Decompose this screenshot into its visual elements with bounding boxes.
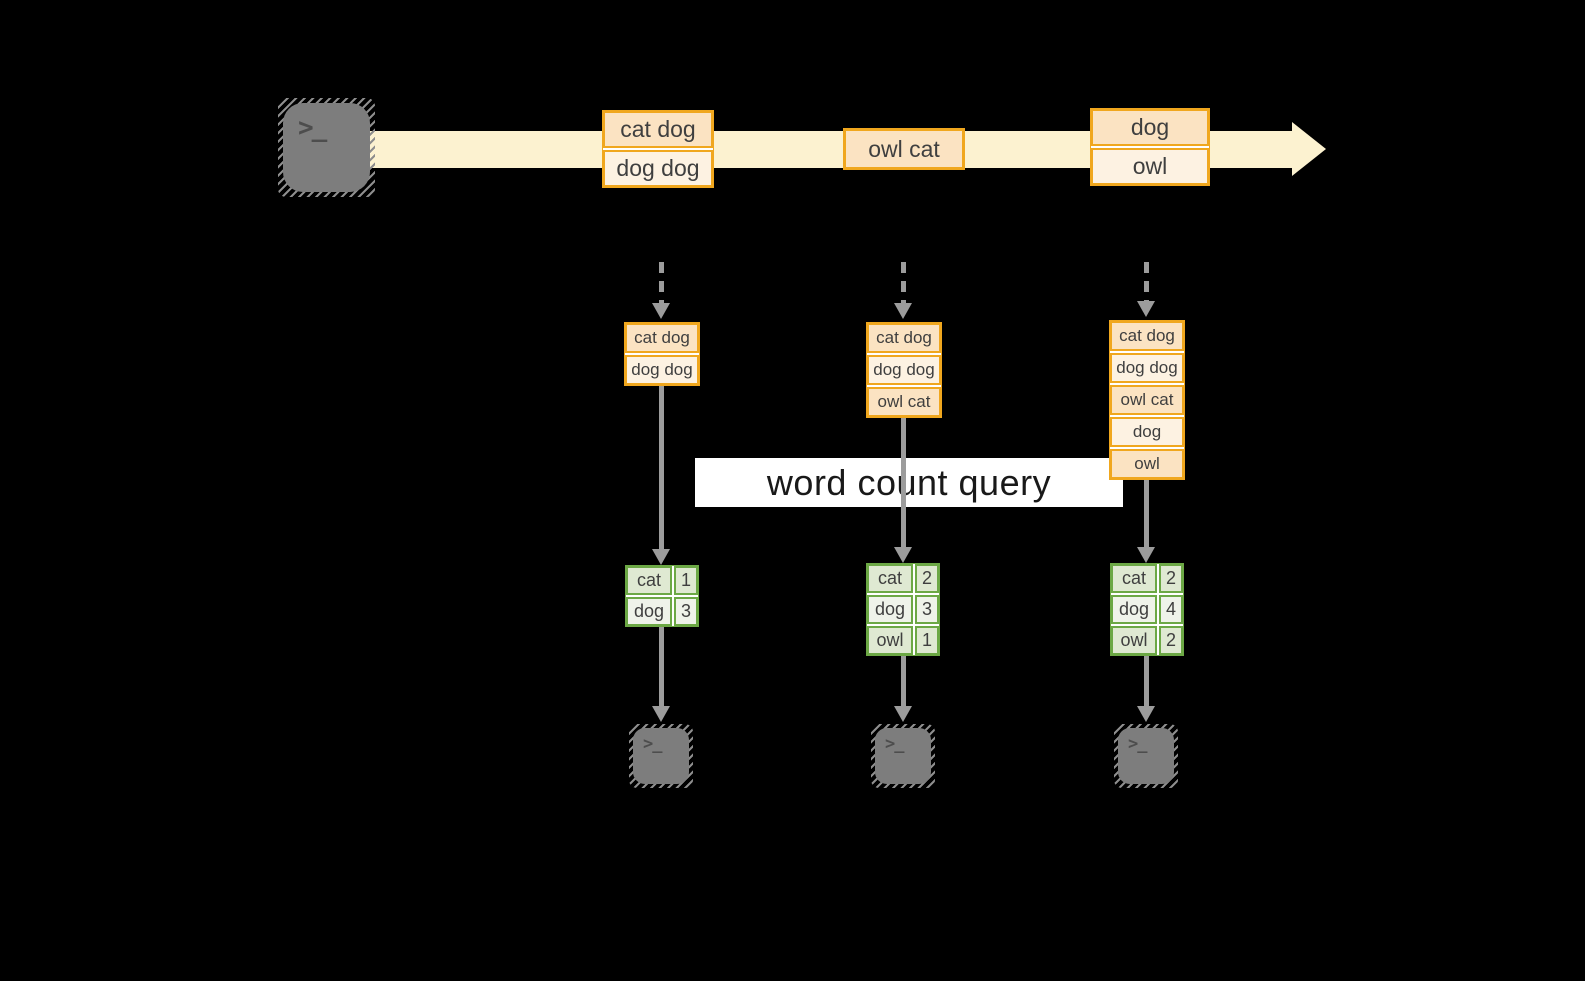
- stream-record-line: dog dog: [603, 150, 713, 187]
- count-value-cell: 1: [674, 566, 698, 595]
- dashed-arrowhead-icon: [1137, 301, 1155, 317]
- terminal-sink-icon-1: >_: [629, 724, 693, 788]
- arrowhead-icon: [894, 547, 912, 563]
- count-word-cell: cat: [626, 566, 672, 595]
- count-word-cell: cat: [1111, 564, 1157, 593]
- arrow-line: [900, 416, 906, 547]
- count-value-cell: 3: [674, 597, 698, 626]
- stream-record-line: cat dog: [603, 111, 713, 148]
- count-word-cell: dog: [867, 595, 913, 624]
- buffer-line: cat dog: [625, 323, 699, 353]
- buffer-line: owl cat: [867, 387, 941, 417]
- stream-record-line: owl cat: [844, 129, 964, 169]
- arrowhead-icon: [894, 706, 912, 722]
- count-word-cell: owl: [1111, 626, 1157, 655]
- arrow-line: [658, 625, 664, 708]
- buffer-line: owl cat: [1110, 385, 1184, 415]
- count-word-cell: cat: [867, 564, 913, 593]
- count-value-cell: 1: [915, 626, 939, 655]
- dashed-arrowhead-icon: [894, 303, 912, 319]
- arrowhead-icon: [652, 549, 670, 565]
- terminal-prompt-glyph: >_: [885, 734, 905, 754]
- terminal-prompt-glyph: >_: [643, 734, 663, 754]
- buffer-stack-3: cat dog dog dog owl cat dog owl: [1109, 320, 1185, 480]
- terminal-prompt-glyph: >_: [1128, 734, 1148, 754]
- stream-record-2: owl cat: [843, 128, 965, 170]
- count-table-2: cat 2 dog 3 owl 1: [866, 563, 940, 656]
- count-value-cell: 4: [1159, 595, 1183, 624]
- count-value-cell: 2: [1159, 564, 1183, 593]
- count-word-cell: dog: [1111, 595, 1157, 624]
- count-word-cell: dog: [626, 597, 672, 626]
- dashed-arrow-line: [658, 262, 664, 305]
- arrowhead-icon: [1137, 547, 1155, 563]
- stream-record-line: owl: [1091, 148, 1209, 185]
- count-value-cell: 3: [915, 595, 939, 624]
- count-word-cell: owl: [867, 626, 913, 655]
- arrow-line: [658, 384, 664, 549]
- buffer-line: dog dog: [625, 355, 699, 385]
- dashed-arrow-line: [1143, 262, 1149, 305]
- buffer-line: dog dog: [867, 355, 941, 385]
- terminal-body: >_: [875, 728, 931, 784]
- arrowhead-icon: [1137, 706, 1155, 722]
- count-value-cell: 2: [1159, 626, 1183, 655]
- stream-record-3: dog owl: [1090, 108, 1210, 186]
- buffer-line: owl: [1110, 449, 1184, 479]
- arrow-line: [1143, 478, 1149, 547]
- stream-arrowhead-icon: [1292, 122, 1326, 176]
- dashed-arrowhead-icon: [652, 303, 670, 319]
- query-label: word count query: [766, 461, 1052, 503]
- terminal-prompt-glyph: >_: [298, 113, 327, 143]
- arrow-line: [1143, 654, 1149, 708]
- count-table-1: cat 1 dog 3: [625, 565, 699, 627]
- stream-record-1: cat dog dog dog: [602, 110, 714, 188]
- buffer-stack-1: cat dog dog dog: [624, 322, 700, 386]
- buffer-line: dog: [1110, 417, 1184, 447]
- count-value-cell: 2: [915, 564, 939, 593]
- arrowhead-icon: [652, 706, 670, 722]
- query-label-band: word count query: [695, 458, 1123, 507]
- terminal-sink-icon-3: >_: [1114, 724, 1178, 788]
- dashed-arrow-line: [900, 262, 906, 305]
- stream-record-line: dog: [1091, 109, 1209, 146]
- buffer-line: cat dog: [867, 323, 941, 353]
- terminal-body: >_: [633, 728, 689, 784]
- count-table-3: cat 2 dog 4 owl 2: [1110, 563, 1184, 656]
- terminal-body: >_: [1118, 728, 1174, 784]
- buffer-line: cat dog: [1110, 321, 1184, 351]
- terminal-source-icon: >_: [278, 98, 375, 197]
- arrow-line: [900, 654, 906, 708]
- terminal-body: >_: [283, 103, 370, 192]
- buffer-stack-2: cat dog dog dog owl cat: [866, 322, 942, 418]
- terminal-sink-icon-2: >_: [871, 724, 935, 788]
- buffer-line: dog dog: [1110, 353, 1184, 383]
